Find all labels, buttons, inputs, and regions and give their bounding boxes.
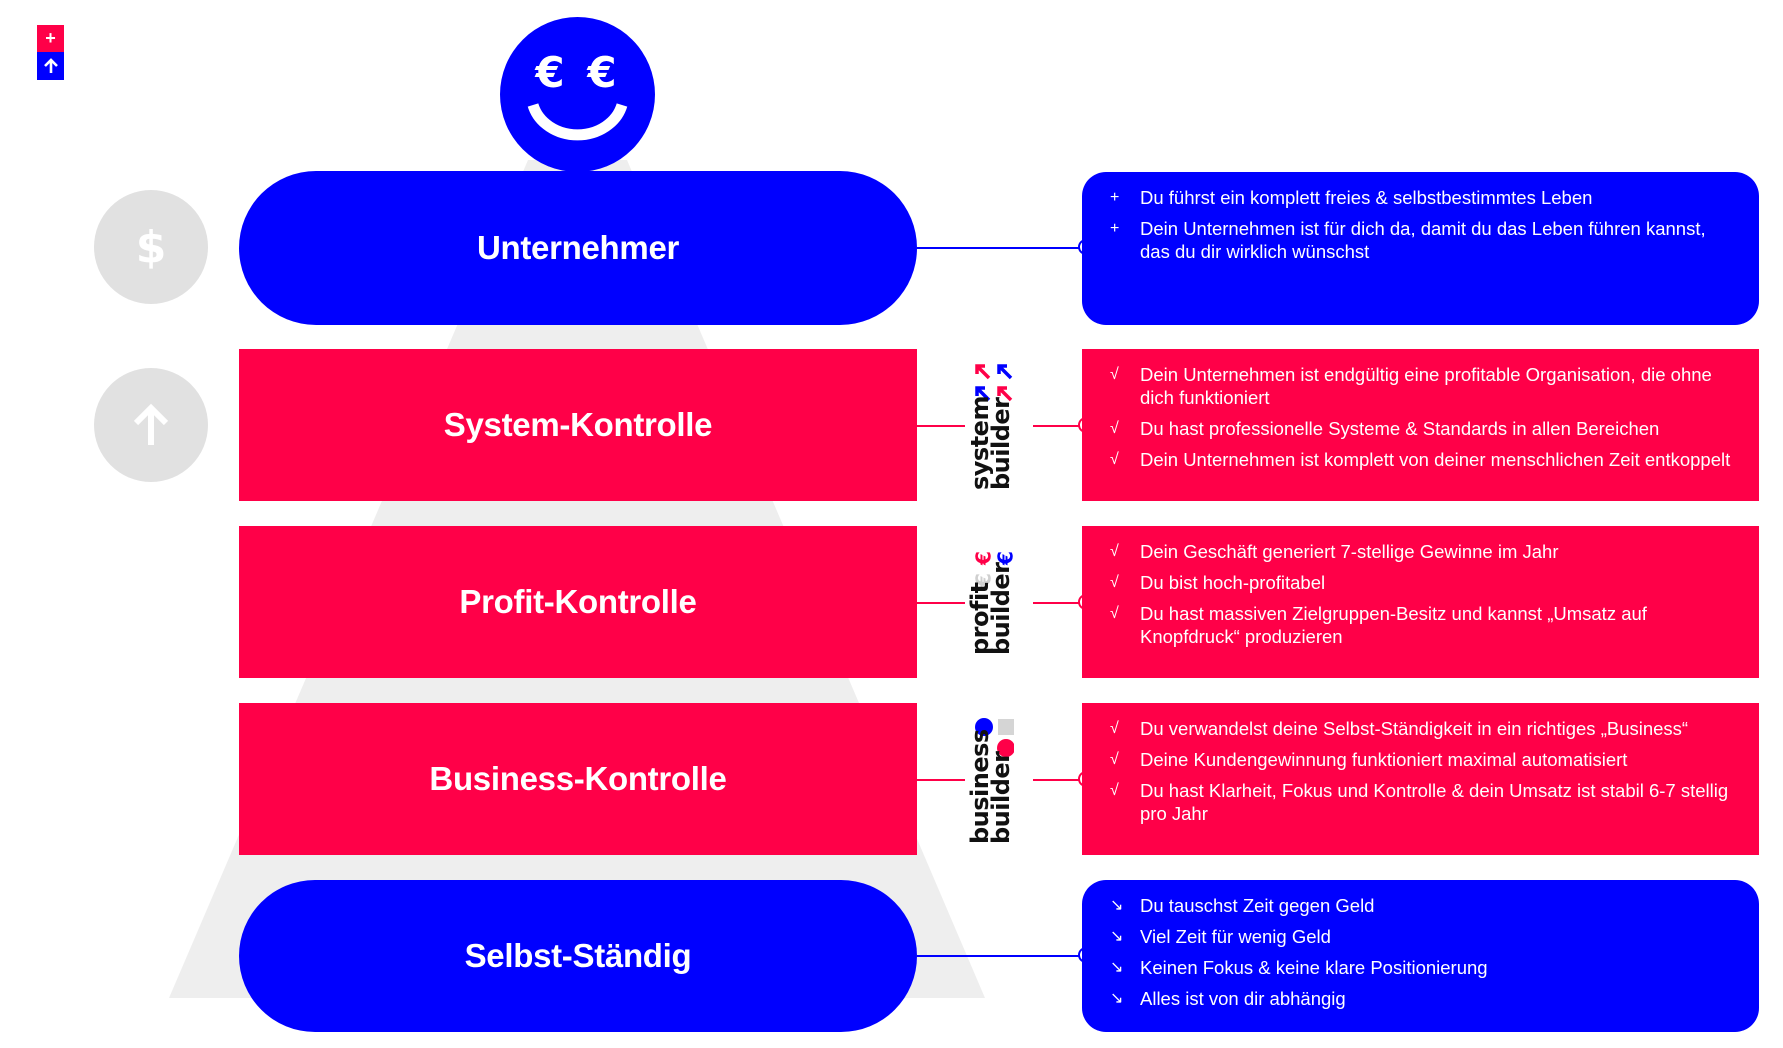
check-icon: √ — [1110, 366, 1119, 383]
check-icon: √ — [1110, 751, 1119, 768]
euro-smiley-icon: € € — [500, 17, 655, 172]
logo-line2: builder — [987, 562, 1015, 655]
point-text: Dein Geschäft generiert 7-stellige Gewin… — [1140, 541, 1559, 562]
point-text: Dein Unternehmen ist komplett von deiner… — [1140, 449, 1731, 470]
list-item: √ Dein Unternehmen ist endgültig eine pro… — [1110, 363, 1739, 409]
level-system-kontrolle: System-Kontrolle — [239, 349, 917, 501]
plus-icon: + — [1110, 189, 1120, 206]
brand-arrow-up-icon — [37, 52, 64, 80]
logo-line2: builder — [987, 751, 1015, 844]
level-business-kontrolle: Business-Kontrolle — [239, 703, 917, 855]
svg-text:€: € — [973, 551, 996, 566]
profit-builder-logo: € € € profit builder — [966, 548, 1030, 708]
point-text: Du bist hoch-profitabel — [1140, 572, 1326, 593]
connector-line — [917, 602, 965, 604]
list-item: √ Deine Kundengewinnung funktioniert maxi… — [1110, 748, 1739, 771]
connector-line — [1033, 425, 1083, 427]
point-text: Du verwandelst deine Selbst-Ständigkeit … — [1140, 718, 1689, 739]
euro-icons: € € € — [973, 551, 1018, 588]
connector-line — [917, 247, 1087, 249]
list-item: √ Du hast professionelle Systeme & Standa… — [1110, 417, 1739, 440]
list-item: √ Dein Geschäft generiert 7-stellige Gewi… — [1110, 540, 1739, 563]
business-builder-logo: business builder — [966, 716, 1030, 876]
level-title: Unternehmer — [476, 229, 680, 266]
arrow-down-right-icon: ↘ — [1110, 928, 1124, 945]
point-text: Du führst ein komplett freies & selbstbe… — [1140, 187, 1593, 208]
point-text: Deine Kundengewinnung funktioniert maxim… — [1140, 749, 1628, 770]
list-item: √ Du verwandelst deine Selbst-Ständigkeit… — [1110, 717, 1739, 740]
list-item: + Dein Unternehmen ist für dich da, damit… — [1110, 217, 1739, 263]
level-title: Selbst-Ständig — [464, 937, 692, 974]
list-item: √ Du hast Klarheit, Fokus und Kontrolle &… — [1110, 779, 1739, 825]
list-item: ↘ Alles ist von dir abhängig — [1110, 987, 1739, 1010]
arrow-down-right-icon: ↘ — [1110, 990, 1124, 1007]
dollar-icon: $ — [94, 190, 208, 304]
point-text: Alles ist von dir abhängig — [1140, 988, 1346, 1009]
connector-line — [917, 779, 965, 781]
plus-icon: + — [1110, 220, 1120, 237]
info-box-unternehmer: + Du führst ein komplett freies & selbstb… — [1082, 172, 1759, 325]
arrow-down-right-icon: ↘ — [1110, 897, 1124, 914]
connector-line — [917, 425, 965, 427]
list-item: ↘ Keinen Fokus & keine klare Positionieru… — [1110, 956, 1739, 979]
svg-text:€: € — [534, 48, 564, 97]
check-icon: √ — [1110, 720, 1119, 737]
dots-icon — [975, 718, 1014, 757]
check-icon: √ — [1110, 543, 1119, 560]
point-text: Du hast Klarheit, Fokus und Kontrolle & … — [1140, 780, 1729, 824]
point-text: Dein Unternehmen ist für dich da, damit … — [1140, 218, 1706, 262]
list-item: √ Du hast massiven Zielgruppen-Besitz und… — [1110, 602, 1739, 648]
check-icon: √ — [1110, 782, 1119, 799]
level-profit-kontrolle: Profit-Kontrolle — [239, 526, 917, 678]
list-item: √ Du bist hoch-profitabel — [1110, 571, 1739, 594]
connector-line — [1033, 779, 1083, 781]
svg-text:€: € — [994, 551, 1018, 566]
point-text: Dein Unternehmen ist endgültig eine prof… — [1140, 364, 1712, 408]
check-icon: √ — [1110, 605, 1119, 622]
list-item: + Du führst ein komplett freies & selbstb… — [1110, 186, 1739, 209]
arrow-down-right-icon: ↘ — [1110, 959, 1124, 976]
point-text: Viel Zeit für wenig Geld — [1140, 926, 1331, 947]
check-icon: √ — [1110, 574, 1119, 591]
dollar-glyph: $ — [135, 221, 167, 273]
level-title: Business-Kontrolle — [429, 760, 727, 797]
list-item: ↘ Du tauschst Zeit gegen Geld — [1110, 894, 1739, 917]
level-title: Profit-Kontrolle — [459, 583, 697, 620]
connector-line — [1033, 602, 1083, 604]
info-box-system-kontrolle: √ Dein Unternehmen ist endgültig eine pro… — [1082, 349, 1759, 501]
level-unternehmer: Unternehmer — [239, 171, 917, 325]
system-builder-logo: system builder — [966, 362, 1030, 522]
svg-text:€: € — [586, 48, 616, 97]
check-icon: √ — [1110, 451, 1119, 468]
point-text: Du tauschst Zeit gegen Geld — [1140, 895, 1375, 916]
brand-plus-icon: + — [37, 25, 64, 52]
info-box-profit-kontrolle: √ Dein Geschäft generiert 7-stellige Gewi… — [1082, 526, 1759, 678]
connector-line — [917, 955, 1087, 957]
list-item: ↘ Viel Zeit für wenig Geld — [1110, 925, 1739, 948]
info-box-selbst-staendig: ↘ Du tauschst Zeit gegen Geld ↘ Viel Zeit … — [1082, 880, 1759, 1032]
point-text: Du hast professionelle Systeme & Standar… — [1140, 418, 1660, 439]
info-box-business-kontrolle: √ Du verwandelst deine Selbst-Ständigkeit… — [1082, 703, 1759, 855]
point-text: Keinen Fokus & keine klare Positionierun… — [1140, 957, 1488, 978]
arrow-up-icon — [94, 368, 208, 482]
level-selbst-staendig: Selbst-Ständig — [239, 880, 917, 1032]
arrows-icon — [975, 364, 1013, 402]
level-title: System-Kontrolle — [443, 406, 713, 443]
logo-line2: builder — [987, 397, 1015, 490]
list-item: √ Dein Unternehmen ist komplett von deine… — [1110, 448, 1739, 471]
svg-text:€: € — [973, 573, 996, 588]
point-text: Du hast massiven Zielgruppen-Besitz und … — [1140, 603, 1647, 647]
check-icon: √ — [1110, 420, 1119, 437]
